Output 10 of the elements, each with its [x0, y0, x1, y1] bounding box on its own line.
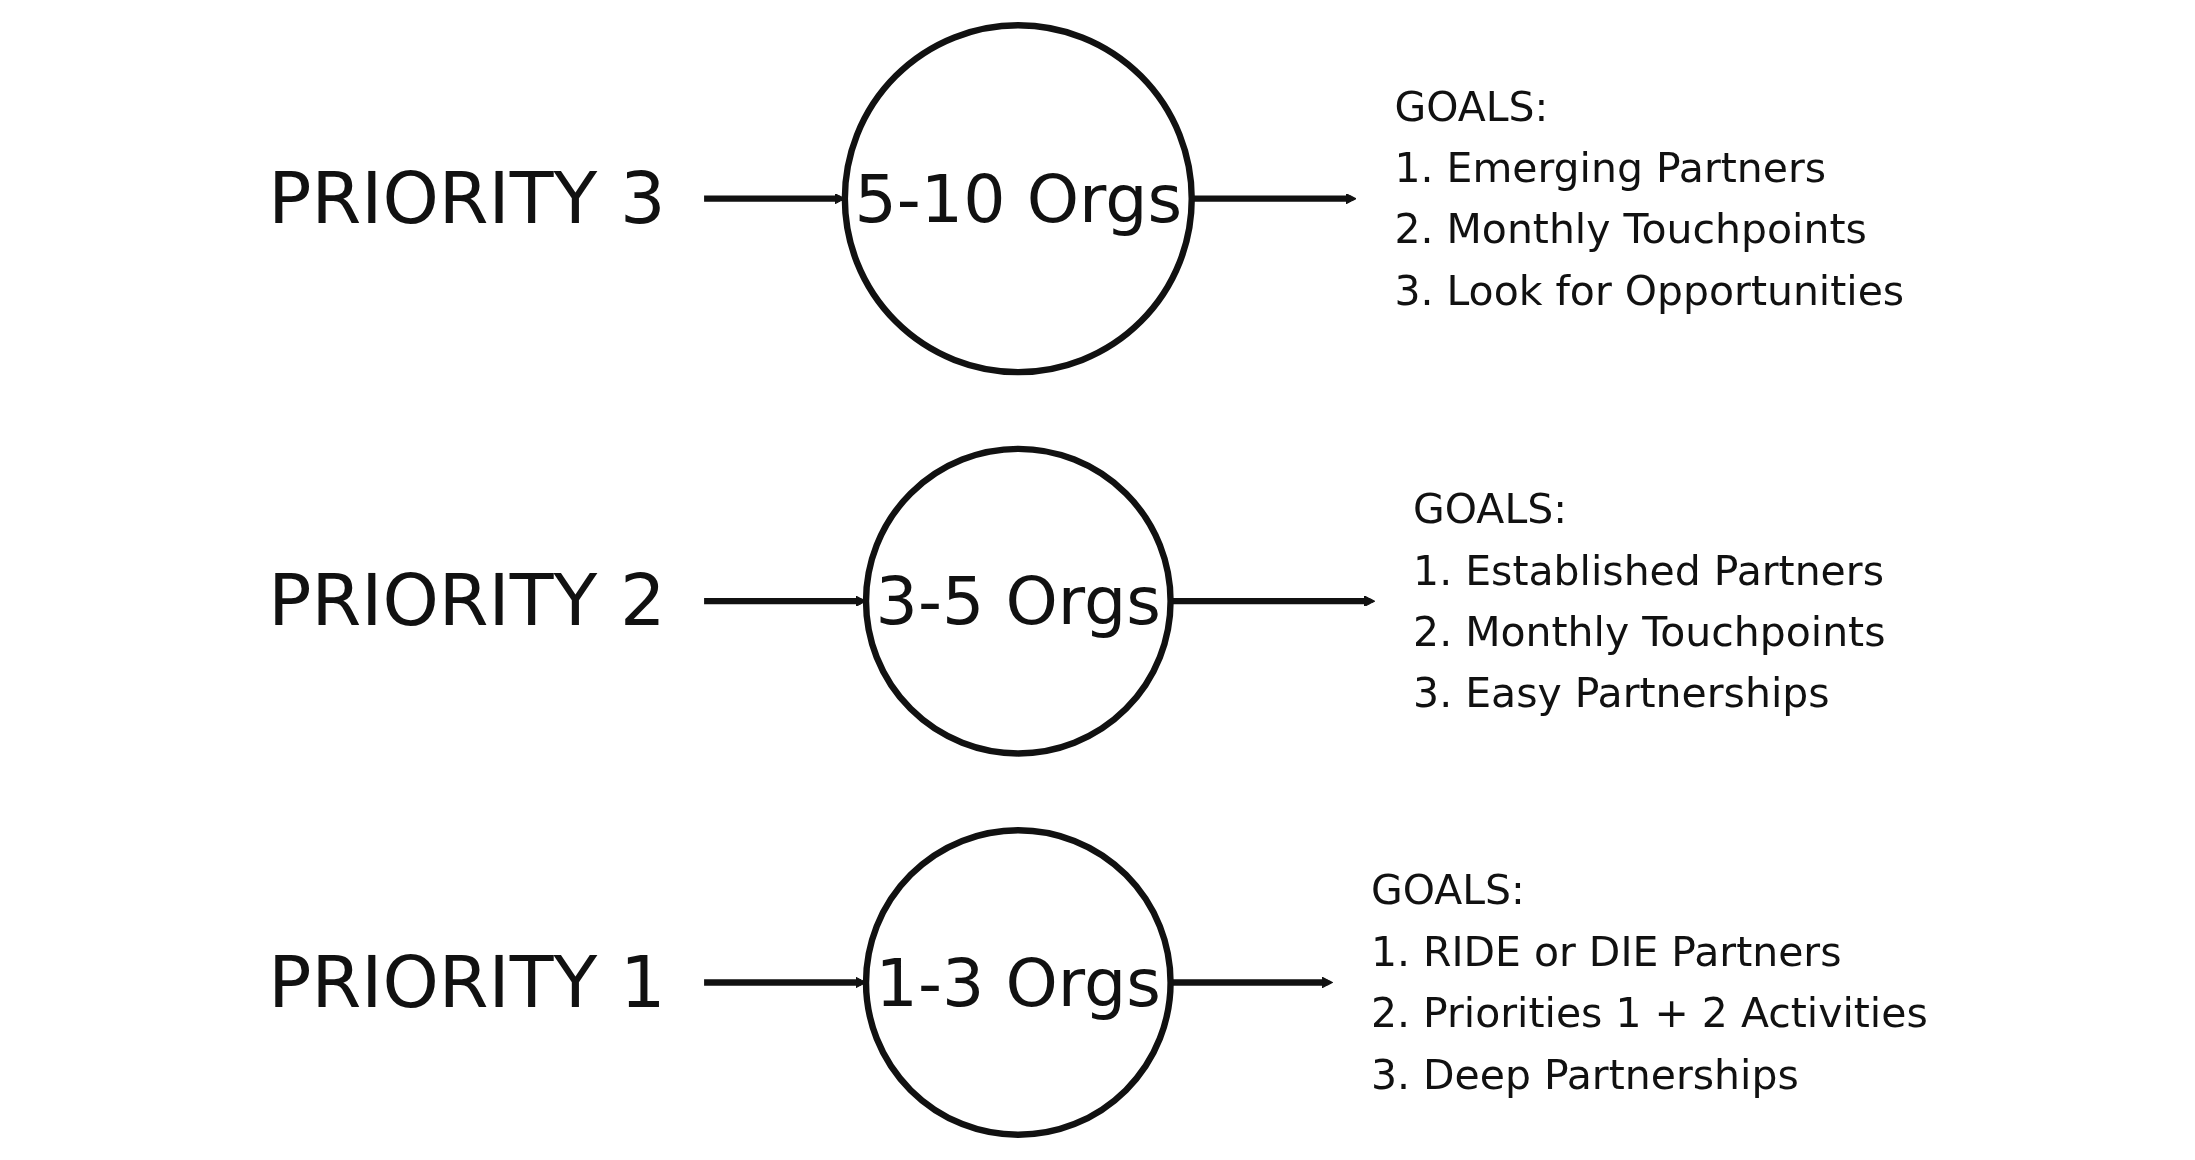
node-circle: 3-5 Orgs [862, 445, 1174, 757]
node-text: GOALS: 1. Established Partners 2. Monthly Touchpoints 3. Easy Partnerships [1412, 484, 1886, 718]
node-circle: 5-10 Orgs [841, 22, 1195, 376]
node-text: GOALS: 1. RIDE or DIE Partners 2. Priorities 1 + 2 Activities 3. Deep Partnerships [1370, 866, 1928, 1099]
node-text: GOALS: 1. Emerging Partners 2. Monthly Touchpoints 3. Look for Opportunities [1393, 82, 1904, 316]
node-text: PRIORITY 1 [267, 940, 666, 1024]
node-text: PRIORITY 2 [267, 558, 666, 643]
node-text: PRIORITY 3 [267, 156, 666, 240]
arrow [703, 193, 845, 205]
node-circle: 1-3 Orgs [862, 827, 1174, 1138]
